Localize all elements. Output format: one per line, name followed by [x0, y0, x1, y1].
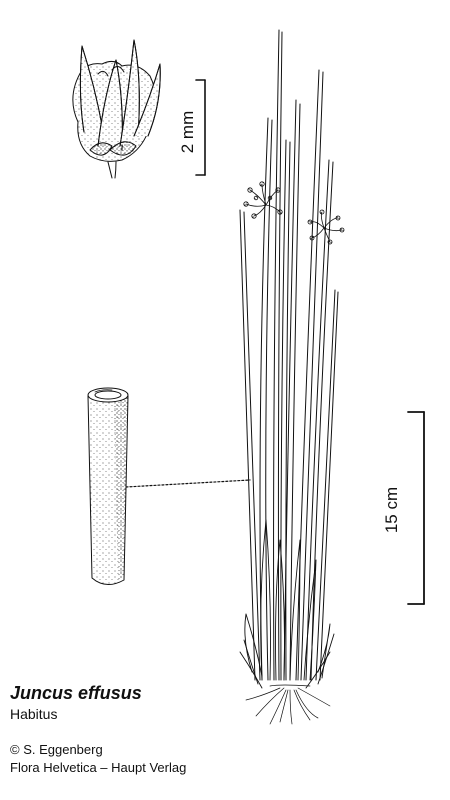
inflorescence-right [307, 209, 345, 245]
species-name: Juncus effusus [10, 683, 142, 703]
scale-label-15cm: 15 cm [382, 486, 401, 534]
publisher: Flora Helvetica – Haupt Verlag [10, 760, 187, 775]
scale-bar-2mm [195, 79, 206, 176]
culm-detail [87, 387, 129, 585]
roots [245, 684, 331, 725]
scale-label-2mm: 2 mm [178, 110, 197, 154]
leader-line [125, 479, 251, 488]
plant-habitus [239, 29, 345, 725]
inflorescence-left [243, 181, 283, 219]
subtitle: Habitus [10, 706, 58, 722]
scale-bar-15cm [407, 411, 425, 605]
basal-sheaths [239, 519, 335, 689]
credit: © S. Eggenberg [10, 742, 103, 757]
flower-detail [72, 39, 161, 179]
